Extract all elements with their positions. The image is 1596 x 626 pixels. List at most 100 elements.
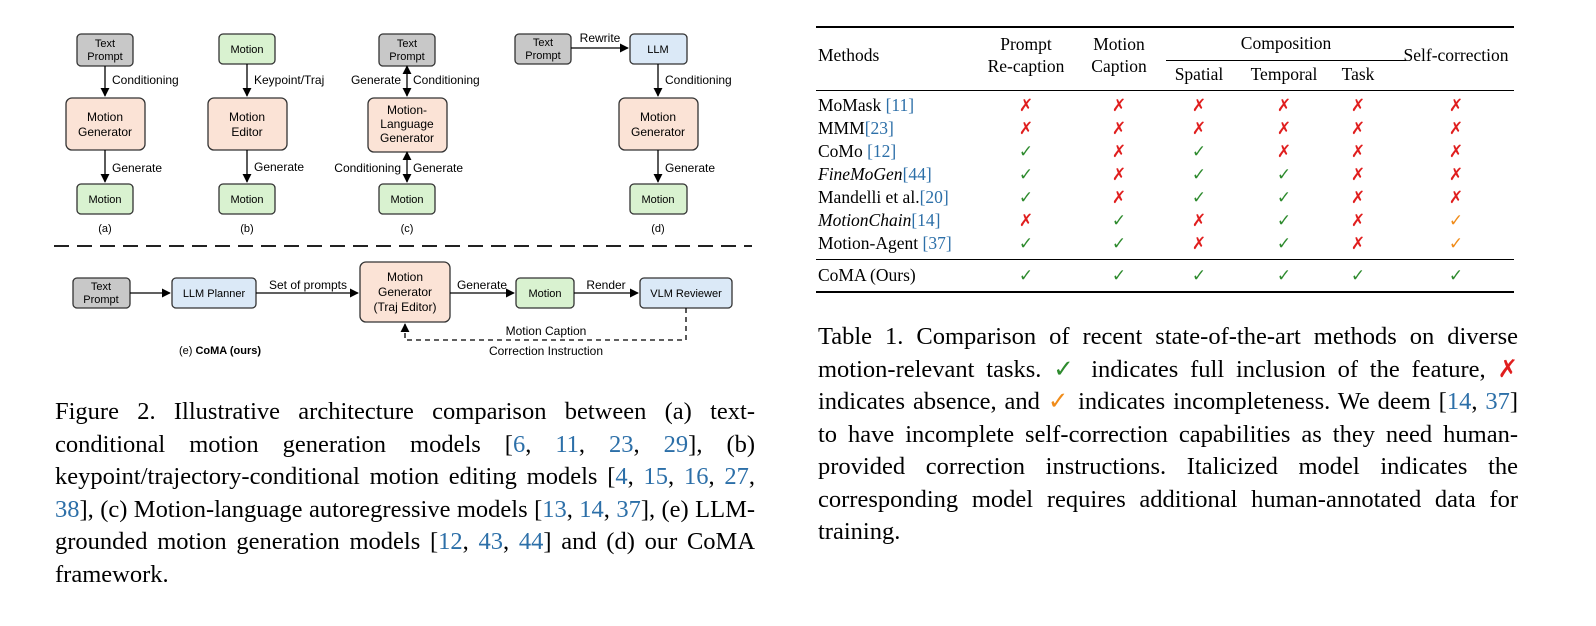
table-cell: ✗: [1112, 141, 1126, 162]
table-cell: ✗: [1192, 95, 1206, 116]
panel-c-generator-label-3: Generator: [380, 131, 434, 145]
partial-check-icon: ✓: [1448, 211, 1464, 231]
table-caption-text-3: indicates absence, and: [818, 388, 1048, 415]
citation-link[interactable]: 44: [518, 528, 544, 555]
panel-b-motion-editor-label-2: Editor: [231, 125, 262, 139]
citation-link[interactable]: 27: [724, 463, 749, 490]
check-icon: ✓: [1018, 266, 1034, 286]
citation-link[interactable]: [14]: [911, 210, 941, 230]
cross-icon: ✗: [1276, 119, 1292, 139]
table-cell: ✗: [1192, 210, 1206, 231]
panel-b-motion-label: Motion: [230, 194, 263, 206]
table-cell: ✗: [1112, 187, 1126, 208]
table-row-method: MotionChain[14]: [818, 210, 941, 230]
table-cell: ✗: [1449, 141, 1463, 162]
citation-link[interactable]: 37: [1485, 388, 1510, 415]
panel-e-llm-planner-label: LLM Planner: [183, 288, 246, 300]
panel-b: Motion Keypoint/Traj Motion Editor Gener…: [207, 33, 324, 235]
citation-link[interactable]: 16: [683, 463, 709, 490]
cross-icon: ✗: [1350, 234, 1366, 254]
cross-icon: ✗: [1350, 211, 1366, 231]
citation-link[interactable]: 15: [643, 463, 669, 490]
citation-link[interactable]: 4: [615, 463, 628, 490]
citation-link[interactable]: 14: [1446, 388, 1472, 415]
table-cell: ✗: [1351, 187, 1365, 208]
check-icon: ✓: [1276, 165, 1292, 185]
check-icon: ✓: [1018, 142, 1034, 162]
citation-link[interactable]: [11]: [885, 95, 915, 115]
panel-c-conditioning-label-top: Conditioning: [413, 73, 480, 87]
table-cell: ✓: [1192, 187, 1206, 208]
table-cell: ✗: [1449, 118, 1463, 139]
fig-caption-text-1: Figure 2. Illustrative architecture comp…: [55, 398, 755, 458]
panel-d: Text Prompt Rewrite LLM Conditioning Mot…: [514, 31, 732, 235]
check-icon: ✓: [1018, 234, 1034, 254]
separator: ,: [462, 528, 479, 555]
table-cell: ✓: [1277, 265, 1291, 286]
check-icon: ✓: [1053, 355, 1080, 383]
citation-link[interactable]: [12]: [867, 141, 897, 161]
table-cell: ✗: [1277, 141, 1291, 162]
separator: ,: [633, 430, 664, 458]
table-cell: ✓: [1019, 164, 1033, 185]
check-icon: ✓: [1191, 188, 1207, 208]
citation-link[interactable]: 38: [55, 495, 80, 523]
panel-d-motion-generator-box: [618, 97, 699, 151]
citation-link[interactable]: [20]: [919, 187, 949, 207]
citation-link[interactable]: 14: [579, 495, 604, 523]
panel-a-motion-label: Motion: [88, 194, 121, 206]
header-re-caption: Re-caption: [987, 56, 1065, 76]
citation-link[interactable]: 13: [542, 495, 567, 523]
citation-link[interactable]: [37]: [922, 233, 952, 253]
panel-c-text-prompt-label-1: Text: [397, 38, 417, 50]
table-caption-text-2: indicates full inclusion of the feature,: [1079, 355, 1498, 383]
citation-link[interactable]: 37: [616, 495, 641, 523]
check-icon: ✓: [1191, 165, 1207, 185]
table-cell: ✓: [1192, 164, 1206, 185]
panel-e-feedback-loop: [400, 308, 687, 341]
citation-link[interactable]: 6: [512, 430, 526, 458]
citation-link[interactable]: [44]: [902, 164, 932, 184]
panel-e-caption-prefix: (e): [179, 345, 192, 357]
panel-d-text-prompt-label-1: Text: [533, 37, 553, 49]
citation-link[interactable]: 11: [555, 430, 579, 458]
table-cell: ✓: [1449, 233, 1463, 254]
panel-a-generate-label: Generate: [112, 161, 162, 175]
citation-link[interactable]: [23]: [864, 118, 894, 138]
cross-icon: ✗: [1448, 165, 1464, 185]
panel-a-motion-generator-box: [65, 97, 146, 151]
table-cell: ✗: [1351, 141, 1365, 162]
header-temporal: Temporal: [1250, 64, 1318, 84]
table-cell: ✓: [1277, 187, 1291, 208]
check-icon: ✓: [1191, 142, 1207, 162]
header-prompt: Prompt: [1000, 34, 1052, 54]
table-row-method: CoMA (Ours): [818, 265, 916, 285]
panel-e-caption: (e) CoMA (ours): [179, 345, 261, 357]
citation-link[interactable]: 23: [609, 430, 634, 458]
panel-c-generator-label-2: Language: [380, 117, 434, 131]
method-name: Motion-Agent: [818, 233, 923, 253]
partial-check-icon: ✓: [1047, 388, 1071, 415]
check-icon: ✓: [1448, 266, 1464, 286]
composition-header-rule: [1166, 60, 1406, 61]
separator: ,: [708, 463, 725, 490]
table-header-rule: [816, 90, 1514, 91]
citation-link[interactable]: 43: [478, 528, 503, 555]
table-row-method: FineMoGen[44]: [818, 164, 932, 184]
citation-link[interactable]: 12: [438, 528, 463, 555]
check-icon: ✓: [1111, 211, 1127, 231]
cross-icon: ✗: [1111, 142, 1127, 162]
table-top-rule: [816, 26, 1514, 28]
table-cell: ✓: [1192, 141, 1206, 162]
citation-link[interactable]: 29: [663, 430, 689, 458]
architecture-diagram: Text Prompt Conditioning Motion Generato…: [54, 31, 752, 358]
table-cell: ✓: [1449, 265, 1463, 286]
panel-e-caption-name: CoMA (ours): [195, 345, 261, 357]
cross-icon: ✗: [1497, 355, 1518, 383]
header-task: Task: [1341, 64, 1375, 84]
panel-e-motion-generator-box: [359, 261, 451, 323]
table-cell: ✓: [1112, 265, 1126, 286]
panel-e-render-label: Render: [586, 278, 625, 292]
header-caption: Caption: [1091, 56, 1147, 76]
table-cell: ✗: [1449, 164, 1463, 185]
